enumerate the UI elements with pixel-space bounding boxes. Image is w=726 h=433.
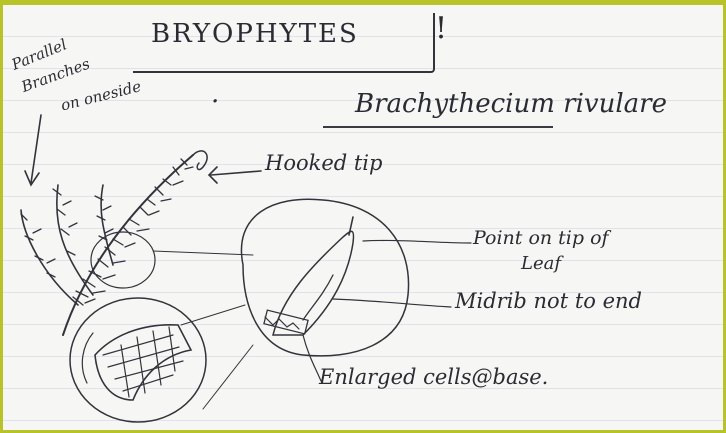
page-title: BRYOPHYTES [151,19,359,49]
species-name: Brachythecium rivulare [355,89,667,119]
label-leaf: Leaf [521,253,561,274]
title-exclamation: ! [435,11,447,46]
label-hooked-tip: Hooked tip [265,151,382,175]
label-midrib: Midrib not to end [455,289,642,313]
label-point-on-tip: Point on tip of [473,227,609,249]
label-enlarged-cells: Enlarged cells@base. [319,365,548,389]
side-note-dot: . [211,79,219,109]
notebook-page: BRYOPHYTES ! Parallel Branches on onesid… [3,5,723,430]
species-underline [323,126,553,128]
